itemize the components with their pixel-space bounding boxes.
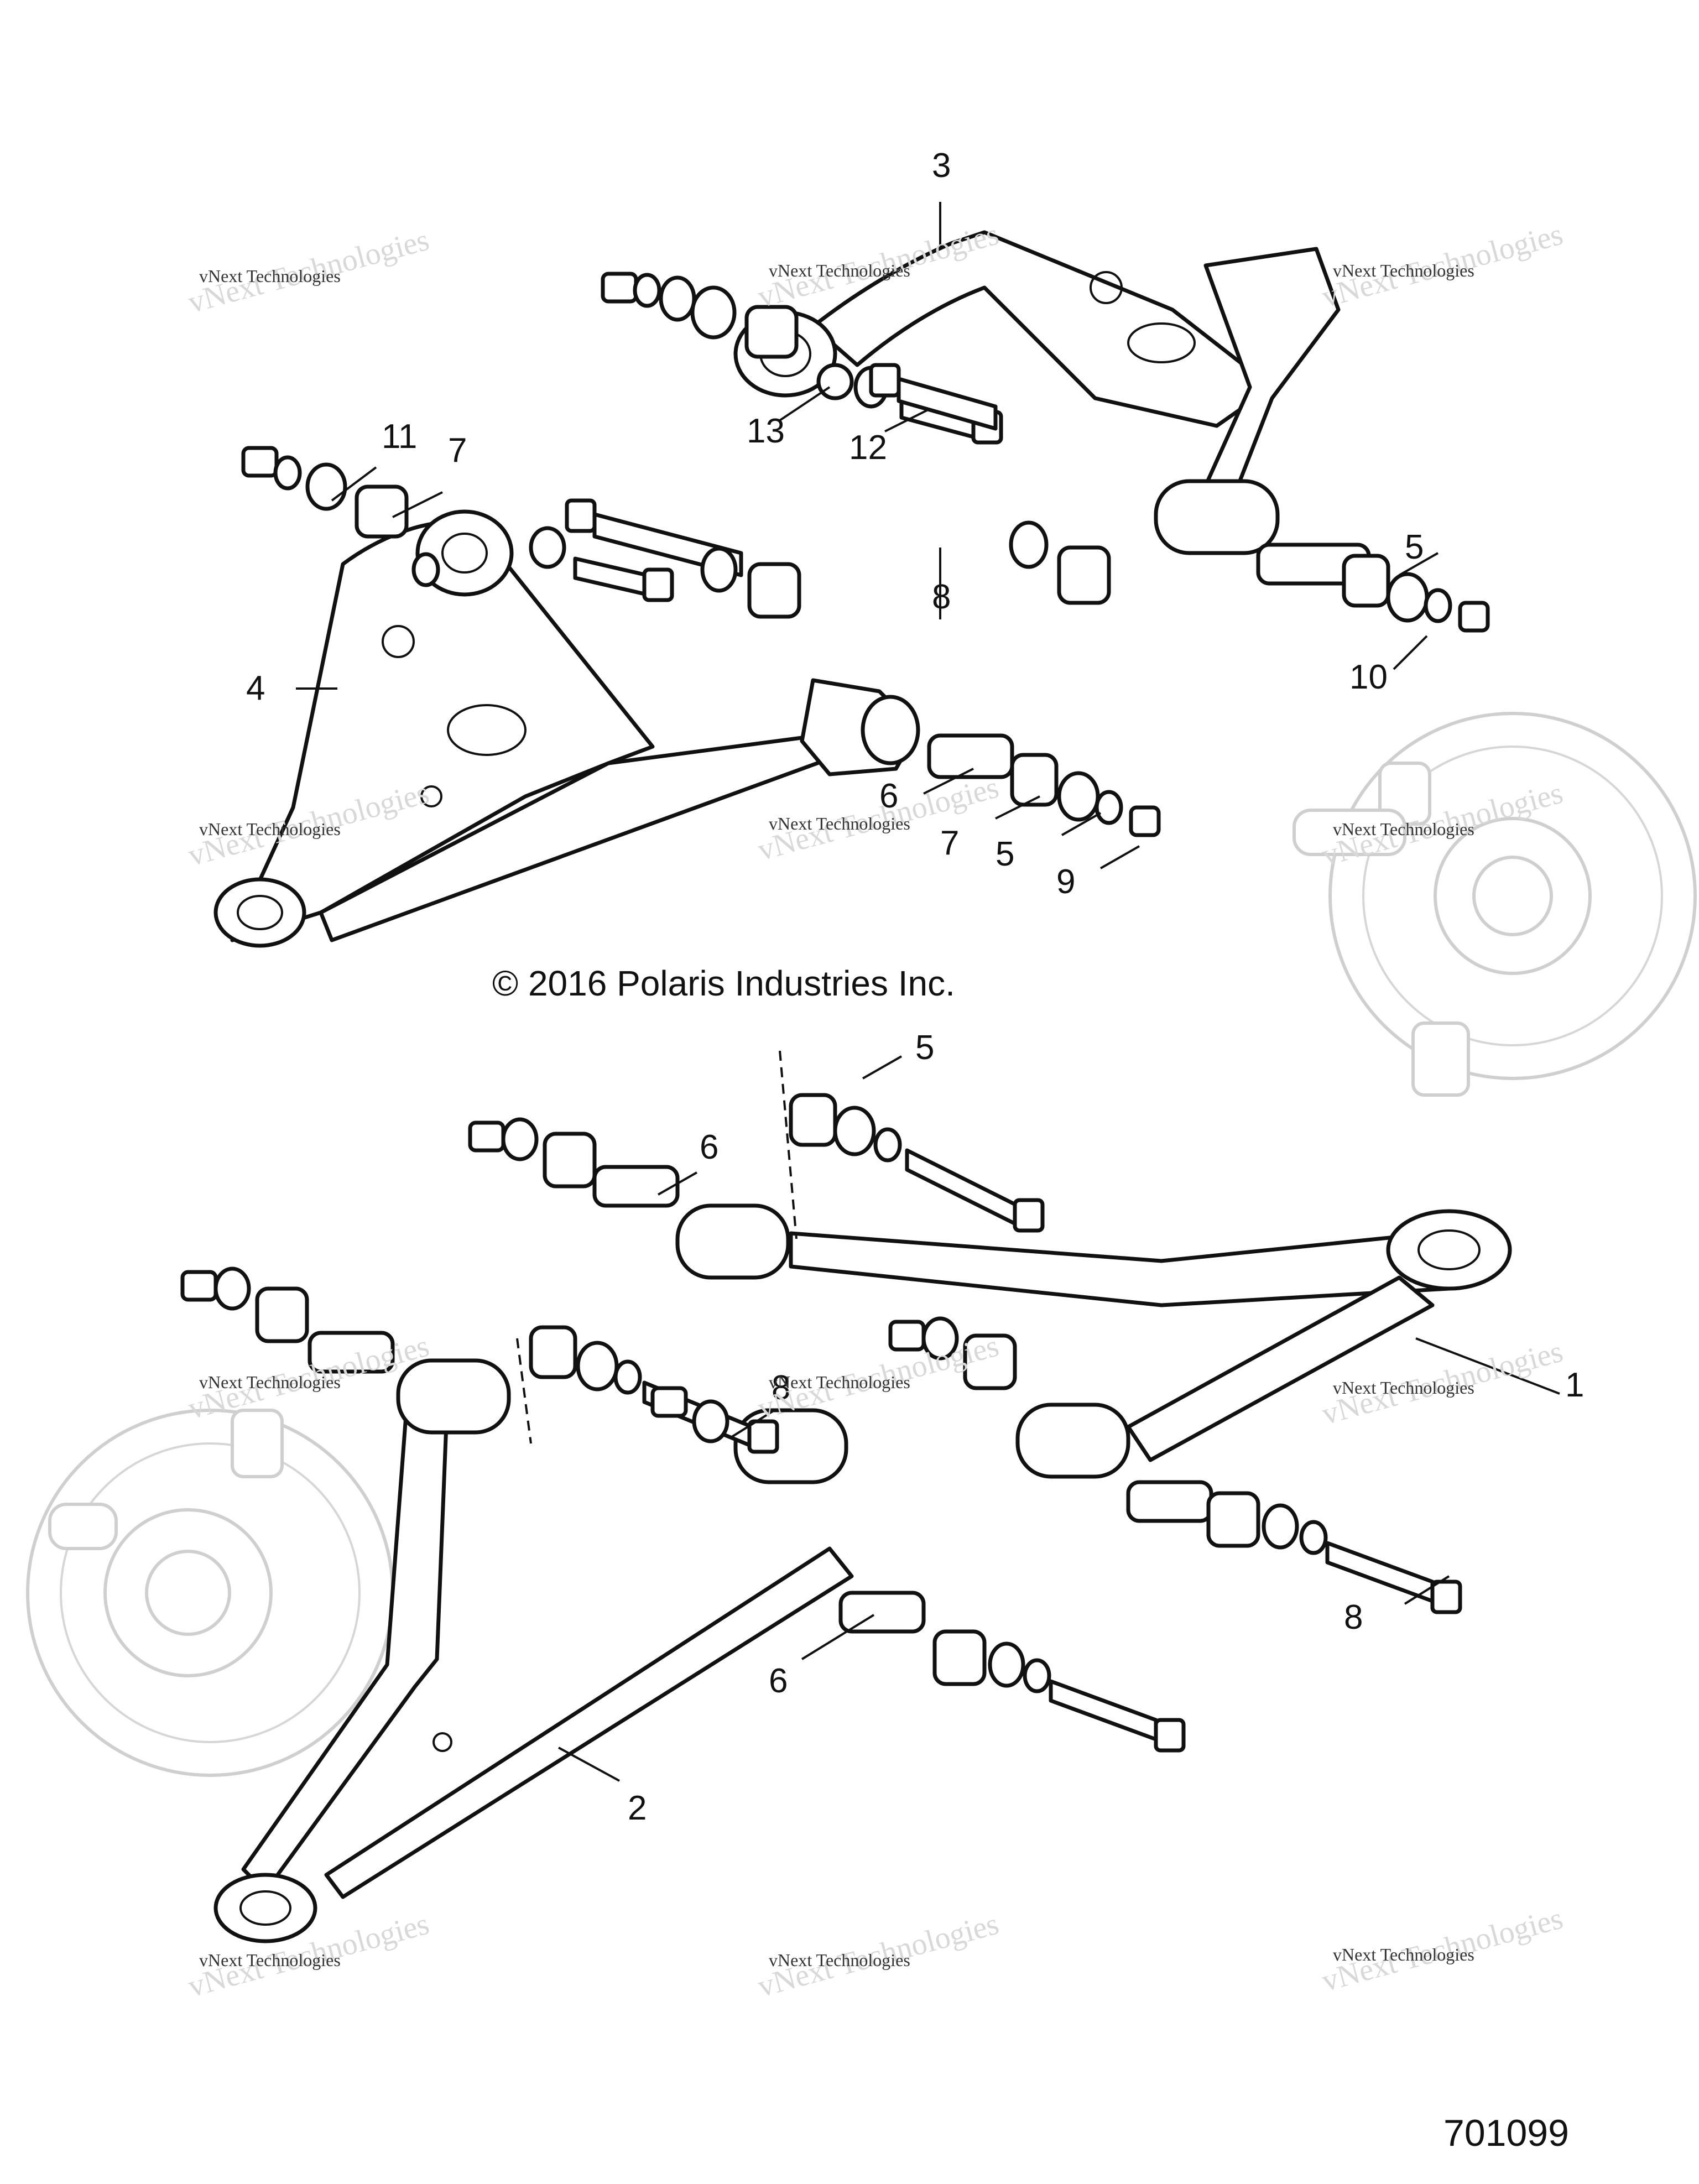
hardware-arm-3 [601, 272, 1003, 445]
copyright-text: © 2016 Polaris Industries Inc. [492, 963, 955, 1003]
hardware-arm-4 [241, 363, 1490, 837]
figure-number: 701099 [1443, 2112, 1569, 2154]
callout-13: 13 [747, 412, 785, 450]
svg-text:vNext Technologies: vNext Technologies [199, 819, 341, 839]
arm-2 [213, 1358, 854, 1943]
callout-12: 12 [849, 429, 887, 467]
callout-4: 4 [246, 669, 265, 707]
arm-1 [675, 1203, 1512, 1479]
svg-text:vNext Technologies: vNext Technologies [1333, 819, 1474, 839]
svg-text:vNext Technologies: vNext Technologies [199, 1372, 341, 1392]
callout-5: 5 [915, 1029, 934, 1067]
svg-text:vNext Technologies: vNext Technologies [769, 1950, 910, 1970]
arm-4 [213, 509, 920, 948]
callout-6: 6 [769, 1662, 788, 1700]
svg-text:vNext Technologies: vNext Technologies [769, 260, 910, 280]
callout-7: 7 [940, 824, 959, 862]
svg-text:vNext Technologies: vNext Technologies [1333, 260, 1474, 280]
arm-3 [733, 230, 1341, 555]
callout-1: 1 [1565, 1366, 1584, 1404]
callout-7: 7 [448, 431, 467, 470]
svg-text:vNext Technologies: vNext Technologies [769, 1372, 910, 1392]
callout-8: 8 [932, 578, 951, 616]
callout-6: 6 [700, 1128, 718, 1166]
svg-text:vNext Technologies: vNext Technologies [199, 266, 341, 286]
callout-9: 9 [1056, 863, 1075, 901]
callout-6: 6 [879, 777, 898, 815]
svg-text:vNext Technologies: vNext Technologies [1333, 1378, 1474, 1398]
svg-text:vNext Technologies: vNext Technologies [199, 1950, 341, 1970]
svg-text:vNext Technologies: vNext Technologies [1333, 1945, 1474, 1964]
callout-2: 2 [628, 1789, 647, 1827]
ghost-hub-right [1293, 712, 1697, 1097]
ghost-hub-left [26, 1409, 394, 1777]
leader-lines [296, 202, 1560, 1782]
callout-10: 10 [1349, 658, 1388, 696]
svg-text:vNext Technologies: vNext Technologies [769, 814, 910, 833]
callout-8: 8 [772, 1369, 790, 1407]
callouts: 3 11 7 13 12 8 5 10 4 6 7 5 9 © 2016 Pol… [246, 147, 1584, 2154]
callout-5: 5 [996, 835, 1014, 873]
callout-5: 5 [1405, 528, 1424, 566]
callout-11: 11 [382, 418, 417, 456]
hardware-arm-1 [468, 1093, 1462, 1614]
callout-3: 3 [932, 147, 951, 185]
callout-8: 8 [1344, 1598, 1363, 1636]
